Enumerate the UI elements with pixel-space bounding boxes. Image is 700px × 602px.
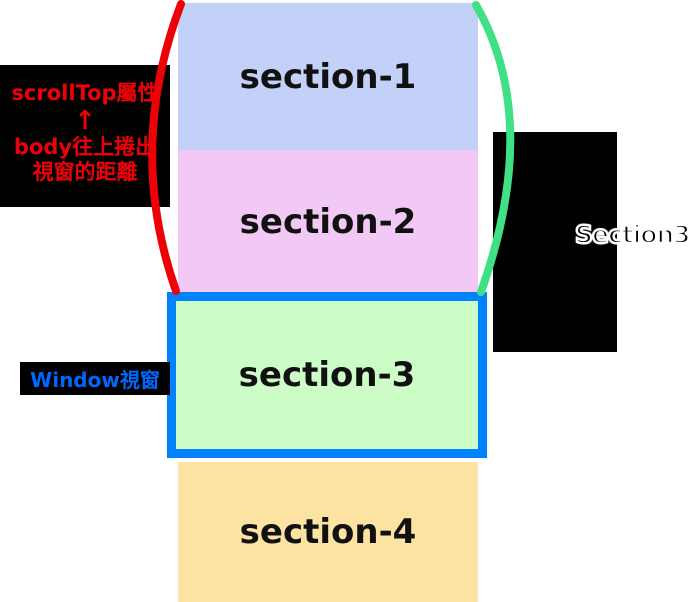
scrolltop-callout-line3: 視窗的距離 — [32, 160, 138, 184]
section-3-label: section-3 — [238, 355, 416, 395]
section-4-label: section-4 — [239, 512, 417, 552]
scrolltop-callout-title: scrollTop屬性 — [11, 81, 159, 105]
scrolltop-callout: scrollTop屬性 ↑ body往上捲出 視窗的距離 — [0, 65, 170, 207]
section-3-viewport-box: section-3 — [167, 292, 487, 458]
section-1-label: section-1 — [239, 56, 417, 97]
right-callout-label: Section3 — [574, 219, 692, 251]
section-1-box: section-1 — [178, 3, 478, 150]
window-viewport-callout: Window視窗 — [20, 362, 170, 395]
up-arrow-icon: ↑ — [74, 106, 96, 136]
section-2-box: section-2 — [178, 150, 478, 293]
section-2-label: section-2 — [239, 201, 417, 242]
scrolltop-callout-line2: body往上捲出 — [13, 135, 157, 159]
section-4-box: section-4 — [178, 462, 478, 602]
window-viewport-label: Window視窗 — [30, 368, 160, 392]
